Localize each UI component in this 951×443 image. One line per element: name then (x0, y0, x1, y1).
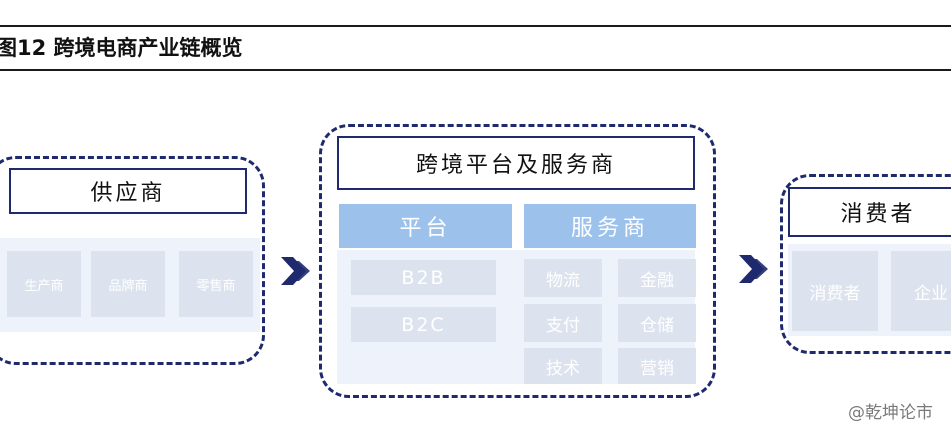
watermark: @乾坤论市 (848, 398, 933, 423)
consumer-title: 消费者 (788, 187, 951, 237)
service-item: 营销 (618, 348, 696, 384)
supplier-item: 生产商 (7, 251, 81, 317)
platform-item: B2B (351, 260, 496, 295)
title-rule (0, 69, 951, 71)
double-chevron-right-icon (739, 255, 768, 283)
platform-services-title: 跨境平台及服务商 (337, 136, 695, 190)
service-item: 技术 (524, 348, 602, 384)
service-item: 仓储 (618, 304, 696, 342)
watermark-text: @乾坤论市 (848, 403, 933, 423)
supplier-item: 品牌商 (91, 251, 165, 317)
platform-item: B2C (351, 307, 496, 342)
supplier-item: 零售商 (179, 251, 253, 317)
service-item: 金融 (618, 259, 696, 297)
double-chevron-right-icon (281, 257, 310, 285)
service-item: 支付 (524, 304, 602, 342)
service-item: 物流 (524, 259, 602, 297)
top-rule (0, 25, 951, 27)
figure-title: 图12 跨境电商产业链概览 (0, 36, 243, 60)
platform-header: 平台 (339, 204, 512, 248)
consumer-item: 消费者 (792, 251, 878, 331)
services-header: 服务商 (524, 204, 696, 248)
consumer-item: 企业 (891, 251, 951, 331)
supplier-title: 供应商 (9, 168, 247, 214)
